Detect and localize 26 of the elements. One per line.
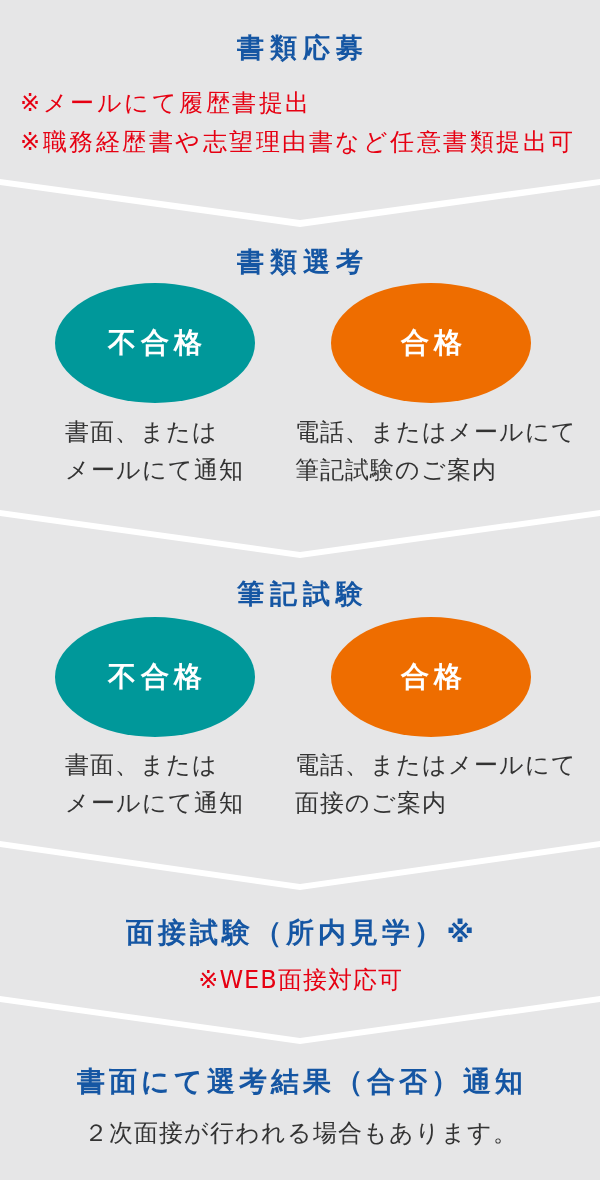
step-title: 面接試験（所内見学）※ [125, 916, 478, 950]
note-text: ２次面接が行われる場合もあります。 [82, 1118, 518, 1148]
step-band [0, 847, 600, 1038]
note-text: ※メールにて履歴書提出 [20, 88, 312, 118]
result-label: 合格 [399, 326, 467, 360]
note-text: ※職務経歴書や志望理由書など任意書類提出可 [20, 127, 576, 157]
result-ellipse [331, 283, 531, 403]
result-ellipse [55, 283, 255, 403]
step-title: 書類選考 [236, 246, 369, 278]
notice-text: 書面、またはメールにて通知 [65, 417, 245, 486]
result-label: 不合格 [107, 326, 207, 360]
step-band [0, 1002, 600, 1180]
result-label: 合格 [399, 660, 467, 694]
note-text: ※WEB面接対応可 [197, 965, 403, 995]
result-label: 不合格 [107, 660, 207, 694]
notice-text: 書面、またはメールにて通知 [65, 750, 245, 819]
result-ellipse [55, 617, 255, 737]
result-ellipse [331, 617, 531, 737]
step-title: 書面にて選考結果（合否）通知 [76, 1065, 527, 1099]
step-title: 書類応募 [236, 32, 369, 64]
step-band [0, 516, 600, 884]
step-band [0, 0, 600, 220]
notice-text: 電話、またはメールにて筆記試験のご案内 [295, 417, 578, 486]
step-title: 筆記試験 [236, 578, 369, 610]
step-band [0, 185, 600, 552]
notice-text: 電話、またはメールにて面接のご案内 [295, 750, 578, 819]
